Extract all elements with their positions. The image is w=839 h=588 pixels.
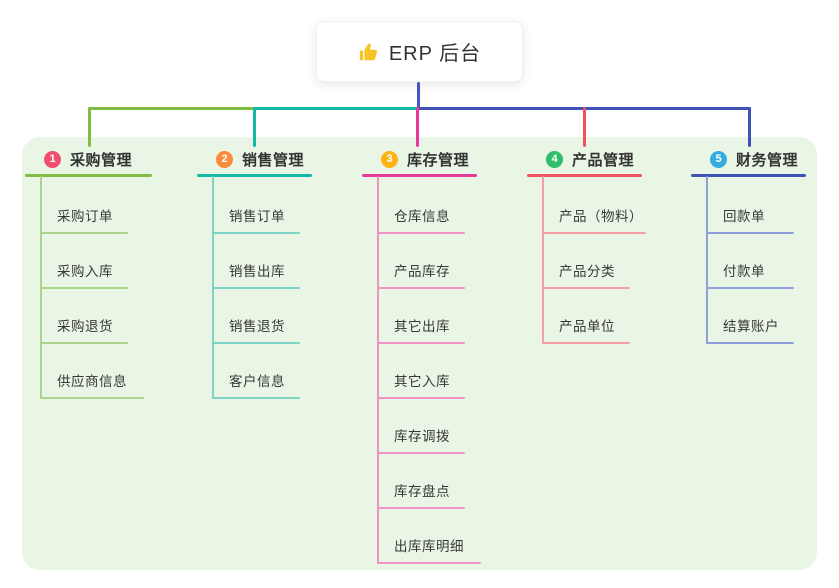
branch-title: 产品管理 xyxy=(572,151,635,169)
child-node-label: 销售出库 xyxy=(229,264,285,279)
connector-bus-segment xyxy=(88,107,256,110)
branch-number-badge: 4 xyxy=(546,150,563,168)
child-underline xyxy=(377,287,465,289)
branch-underline xyxy=(25,174,152,177)
child-node-label: 仓库信息 xyxy=(394,209,450,224)
child-underline xyxy=(40,397,144,399)
branch-number-badge: 5 xyxy=(710,150,727,168)
branch-spine-line xyxy=(377,176,379,564)
branch-drop-line xyxy=(88,107,91,147)
child-underline xyxy=(706,232,794,234)
branch-number-badge: 3 xyxy=(381,150,398,168)
child-node-label: 产品单位 xyxy=(559,319,615,334)
branch-drop-line xyxy=(583,107,586,147)
child-node-label: 其它出库 xyxy=(394,319,450,334)
branch-underline xyxy=(197,174,312,177)
child-node[interactable]: 库存调拨 xyxy=(394,425,450,445)
child-node-label: 产品库存 xyxy=(394,264,450,279)
branch-number-badge: 2 xyxy=(216,150,233,168)
child-node-label: 库存调拨 xyxy=(394,429,450,444)
child-underline xyxy=(40,287,128,289)
child-node-label: 产品（物料） xyxy=(559,209,643,224)
child-node[interactable]: 出库库明细 xyxy=(394,535,464,555)
child-node-label: 销售订单 xyxy=(229,209,285,224)
branch-spine-line xyxy=(542,176,544,344)
child-node[interactable]: 产品分类 xyxy=(559,260,615,280)
child-node[interactable]: 回款单 xyxy=(723,205,765,225)
child-node[interactable]: 销售订单 xyxy=(229,205,285,225)
child-node-label: 库存盘点 xyxy=(394,484,450,499)
child-node-label: 出库库明细 xyxy=(394,539,464,554)
branch-node-1[interactable]: 1 采购管理 xyxy=(44,148,132,170)
child-node-label: 客户信息 xyxy=(229,374,285,389)
child-node[interactable]: 产品库存 xyxy=(394,260,450,280)
branch-node-5[interactable]: 5 财务管理 xyxy=(710,148,798,170)
child-node[interactable]: 采购订单 xyxy=(57,205,113,225)
child-node[interactable]: 仓库信息 xyxy=(394,205,450,225)
child-underline xyxy=(377,342,465,344)
child-underline xyxy=(377,507,465,509)
child-underline xyxy=(542,342,630,344)
child-underline xyxy=(40,232,128,234)
branch-drop-line xyxy=(416,107,419,147)
child-underline xyxy=(40,342,128,344)
child-underline xyxy=(542,287,630,289)
mindmap-panel xyxy=(22,137,817,570)
child-node[interactable]: 其它入库 xyxy=(394,370,450,390)
root-label: ERP 后台 xyxy=(388,43,482,65)
child-underline xyxy=(542,232,646,234)
child-node-label: 产品分类 xyxy=(559,264,615,279)
child-underline xyxy=(706,342,794,344)
child-node[interactable]: 付款单 xyxy=(723,260,765,280)
child-underline xyxy=(212,232,300,234)
branch-title: 库存管理 xyxy=(407,151,470,169)
child-underline xyxy=(212,287,300,289)
child-underline xyxy=(212,397,300,399)
child-node-label: 结算账户 xyxy=(723,319,779,334)
child-node-label: 采购入库 xyxy=(57,264,113,279)
child-node[interactable]: 产品（物料） xyxy=(559,205,643,225)
child-node[interactable]: 供应商信息 xyxy=(57,370,127,390)
child-node-label: 付款单 xyxy=(723,264,765,279)
root-node[interactable]: ERP 后台 xyxy=(316,21,523,82)
branch-underline xyxy=(527,174,642,177)
branch-title: 采购管理 xyxy=(70,151,133,169)
child-node-label: 采购订单 xyxy=(57,209,113,224)
child-node[interactable]: 库存盘点 xyxy=(394,480,450,500)
child-node-label: 其它入库 xyxy=(394,374,450,389)
branch-node-4[interactable]: 4 产品管理 xyxy=(546,148,634,170)
connector-bus-segment xyxy=(253,107,419,110)
branch-underline xyxy=(691,174,806,177)
child-node[interactable]: 采购入库 xyxy=(57,260,113,280)
child-node[interactable]: 其它出库 xyxy=(394,315,450,335)
child-node[interactable]: 结算账户 xyxy=(723,315,779,335)
branch-node-3[interactable]: 3 库存管理 xyxy=(381,148,469,170)
child-node[interactable]: 销售出库 xyxy=(229,260,285,280)
branch-drop-line xyxy=(253,107,256,147)
child-node[interactable]: 采购退货 xyxy=(57,315,113,335)
thumbs-up-icon xyxy=(358,41,380,63)
branch-title: 销售管理 xyxy=(242,151,305,169)
child-underline xyxy=(377,397,465,399)
child-node[interactable]: 产品单位 xyxy=(559,315,615,335)
child-node-label: 销售退货 xyxy=(229,319,285,334)
branch-underline xyxy=(362,174,477,177)
child-node-label: 采购退货 xyxy=(57,319,113,334)
child-underline xyxy=(377,232,465,234)
child-node[interactable]: 客户信息 xyxy=(229,370,285,390)
child-underline xyxy=(706,287,794,289)
child-node[interactable]: 销售退货 xyxy=(229,315,285,335)
root-connector-line xyxy=(417,82,420,109)
branch-drop-line xyxy=(748,107,751,147)
branch-number-badge: 1 xyxy=(44,150,61,168)
child-node-label: 供应商信息 xyxy=(57,374,127,389)
child-underline xyxy=(212,342,300,344)
child-underline xyxy=(377,452,465,454)
branch-title: 财务管理 xyxy=(736,151,799,169)
branch-spine-line xyxy=(706,176,708,344)
child-node-label: 回款单 xyxy=(723,209,765,224)
child-underline xyxy=(377,562,481,564)
branch-node-2[interactable]: 2 销售管理 xyxy=(216,148,304,170)
